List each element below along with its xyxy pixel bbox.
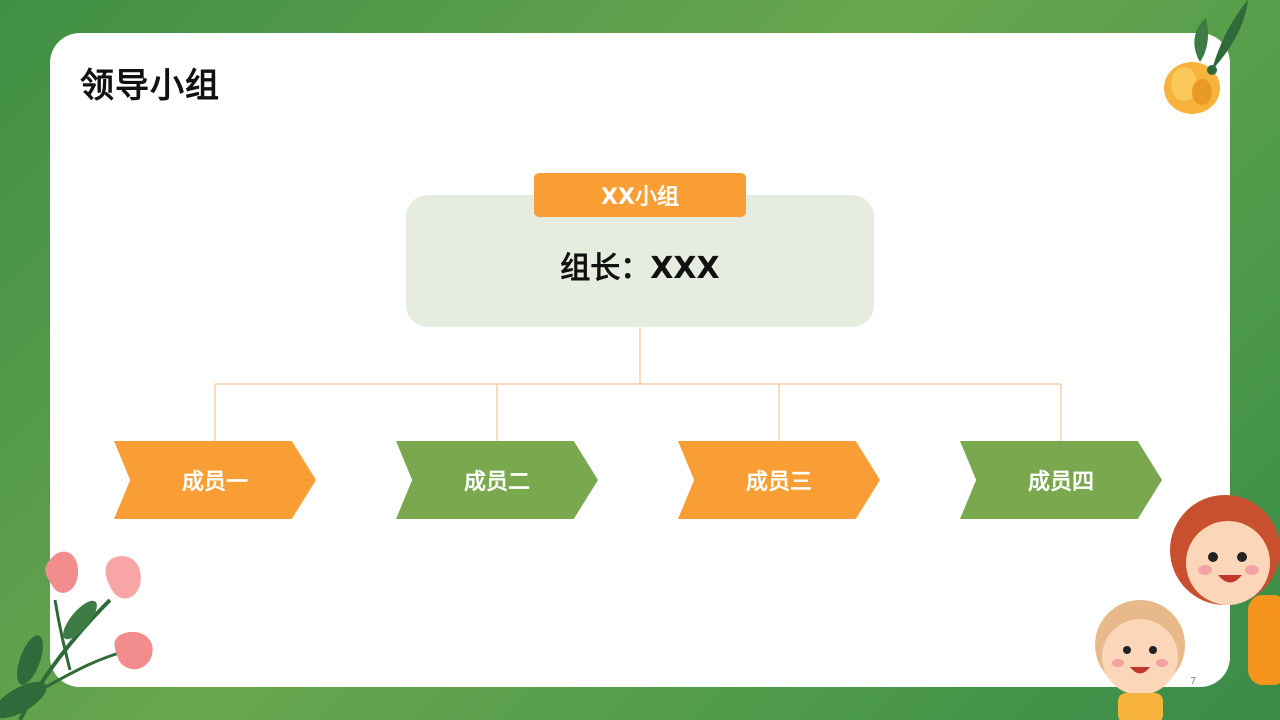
member-4-chevron: 成员四 (960, 441, 1162, 519)
slide-title: 领导小组 (80, 66, 220, 106)
member-1-label: 成员一 (181, 470, 248, 495)
page-number: 7 (1190, 676, 1197, 687)
leader-box (406, 195, 874, 327)
cartoon-children-icon (1095, 495, 1280, 720)
member-2-label: 成员二 (463, 470, 530, 495)
member-2-chevron: 成员二 (396, 441, 598, 519)
member-3-chevron: 成员三 (678, 441, 880, 519)
member-4-label: 成员四 (1027, 470, 1094, 495)
group-label-tag: XX小组 (534, 173, 746, 217)
flower-decoration-icon (0, 551, 153, 720)
leader-name: 组长：XXX (560, 251, 720, 286)
member-1-chevron: 成员一 (114, 441, 316, 519)
orange-fruit-icon (1164, 0, 1248, 114)
member-3-label: 成员三 (745, 470, 812, 495)
